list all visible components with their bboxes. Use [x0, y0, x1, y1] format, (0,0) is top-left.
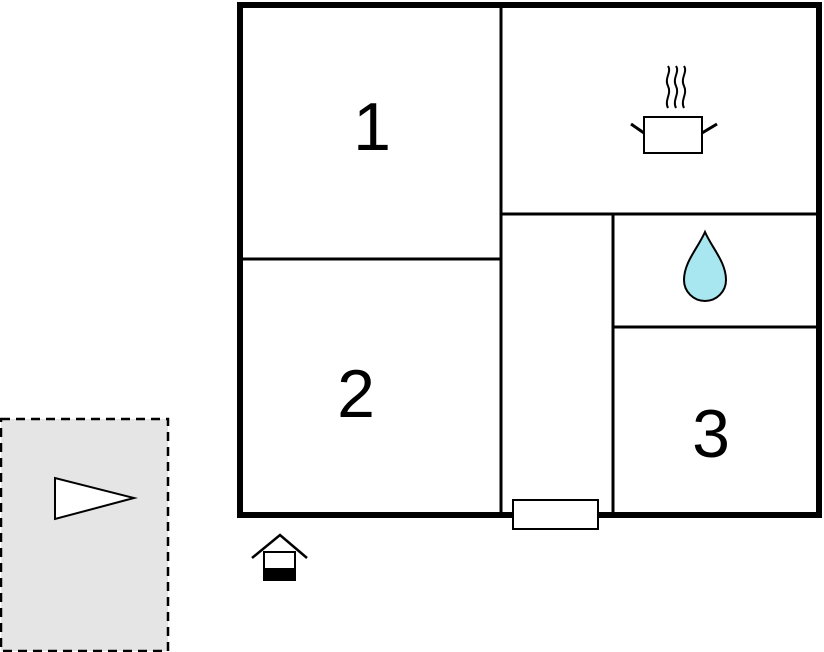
room-2-label: 2 — [337, 356, 375, 432]
entrance-door-icon — [512, 499, 599, 530]
room-3-label: 3 — [692, 396, 730, 472]
cooking-pot-icon — [630, 65, 718, 154]
water-drop-icon — [682, 229, 728, 302]
house-entrance-icon — [251, 533, 308, 581]
direction-arrow-icon — [54, 476, 138, 521]
interior-walls — [240, 5, 819, 515]
outdoor-area — [0, 417, 170, 652]
room-1-label: 1 — [353, 89, 391, 165]
